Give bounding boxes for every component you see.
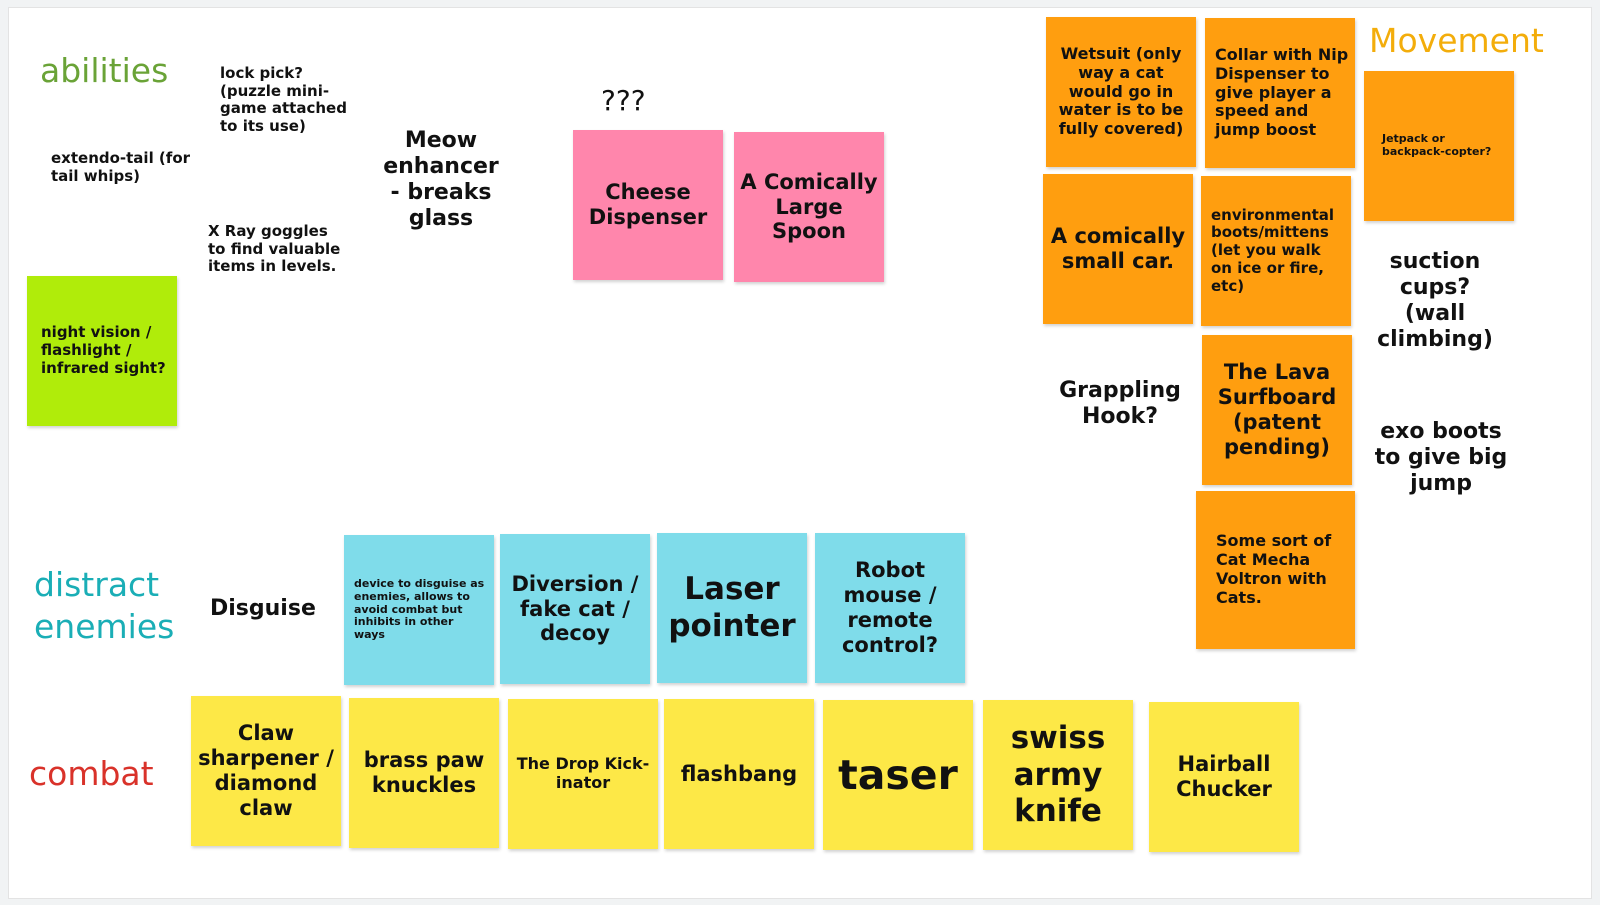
sticky-hairball-chucker[interactable]: Hairball Chucker xyxy=(1149,702,1299,852)
heading-distract-line1: distract xyxy=(34,565,160,604)
sticky-jetpack[interactable]: Jetpack or backpack-copter? xyxy=(1364,71,1514,221)
sticky-brass-paw-knuckles[interactable]: brass paw knuckles xyxy=(349,698,499,848)
sticky-night-vision[interactable]: night vision / flashlight / infrared sig… xyxy=(27,276,177,426)
sticky-swiss-army-knife[interactable]: swiss army knife xyxy=(983,700,1133,850)
sticky-drop-kickinator[interactable]: The Drop Kick-inator xyxy=(508,699,658,849)
text-question-marks[interactable]: ??? xyxy=(601,84,646,117)
sticky-comically-large-spoon[interactable]: A Comically Large Spoon xyxy=(734,132,884,282)
text-meow-enhancer[interactable]: Meow enhancer - breaks glass xyxy=(383,128,499,231)
text-lock-pick[interactable]: lock pick? (puzzle mini-game attached to… xyxy=(220,64,347,136)
sticky-lava-surfboard[interactable]: The Lava Surfboard (patent pending) xyxy=(1202,335,1352,485)
sticky-robot-mouse[interactable]: Robot mouse / remote control? xyxy=(815,533,965,683)
heading-distract-line2: enemies xyxy=(34,606,175,646)
whiteboard-canvas[interactable]: abilities distract enemies combat Moveme… xyxy=(9,8,1591,898)
text-exo-boots[interactable]: exo boots to give big jump xyxy=(1374,419,1508,496)
heading-abilities[interactable]: abilities xyxy=(40,51,169,90)
text-suction-cups[interactable]: suction cups? (wall climbing) xyxy=(1377,249,1493,352)
sticky-cheese-dispenser[interactable]: Cheese Dispenser xyxy=(573,130,723,280)
text-extendo-tail[interactable]: extendo-tail (for tail whips) xyxy=(51,149,191,185)
sticky-cat-mecha[interactable]: Some sort of Cat Mecha Voltron with Cats… xyxy=(1196,491,1355,649)
sticky-comically-small-car[interactable]: A comically small car. xyxy=(1043,174,1193,324)
sticky-laser-pointer[interactable]: Laser pointer xyxy=(657,533,807,683)
heading-movement[interactable]: Movement xyxy=(1369,21,1544,60)
text-disguise[interactable]: Disguise xyxy=(210,596,316,621)
heading-distract-enemies[interactable]: distract enemies xyxy=(34,564,174,648)
sticky-taser[interactable]: taser xyxy=(823,700,973,850)
sticky-wetsuit[interactable]: Wetsuit (only way a cat would go in wate… xyxy=(1046,17,1196,167)
sticky-diversion-decoy[interactable]: Diversion / fake cat / decoy xyxy=(500,534,650,684)
sticky-disguise-device[interactable]: device to disguise as enemies, allows to… xyxy=(344,535,494,685)
text-grappling-hook[interactable]: Grappling Hook? xyxy=(1059,378,1181,429)
sticky-environmental-boots[interactable]: environmental boots/mittens (let you wal… xyxy=(1201,176,1351,326)
sticky-flashbang[interactable]: flashbang xyxy=(664,699,814,849)
sticky-claw-sharpener[interactable]: Claw sharpener / diamond claw xyxy=(191,696,341,846)
sticky-collar-nip-dispenser[interactable]: Collar with Nip Dispenser to give player… xyxy=(1205,18,1355,168)
text-xray-goggles[interactable]: X Ray goggles to find valuable items in … xyxy=(208,222,341,276)
heading-combat[interactable]: combat xyxy=(29,754,154,793)
